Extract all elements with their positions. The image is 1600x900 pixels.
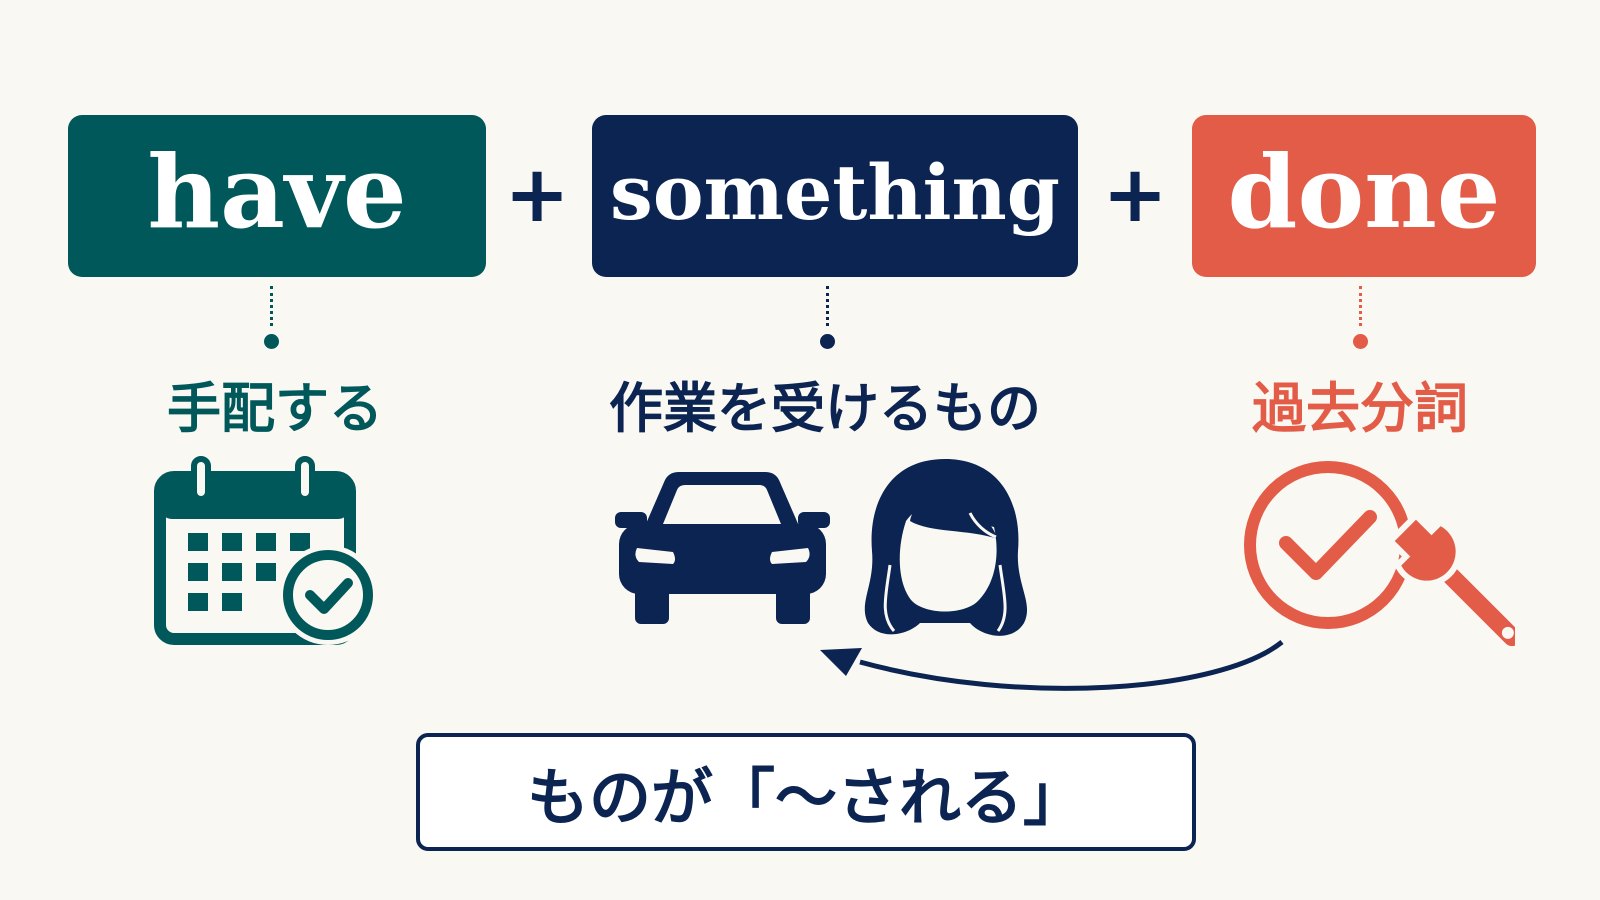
have-word: have [147,133,407,251]
done-connector-dot [1353,334,1368,349]
have-connector-dot [264,334,279,349]
check-wrench-icon [1244,461,1515,653]
have-meaning: 手配する [167,376,383,440]
done-word: done [1227,133,1501,251]
something-connector-line [826,286,829,326]
curved-arrow-icon [820,640,1284,691]
something-meaning: 作業を受けるもの [609,376,1041,440]
have-connector-line [270,286,273,326]
car-icon [615,472,830,624]
plus-sign-1: + [504,150,570,240]
done-connector-line [1359,286,1362,326]
something-word: something [610,147,1060,237]
done-box: done [1192,115,1536,277]
result-box: ものが「～される」 [416,733,1196,851]
woman-icon [864,459,1028,636]
something-box: something [592,115,1078,277]
plus-sign-2: + [1102,150,1168,240]
something-connector-dot [820,334,835,349]
done-meaning: 過去分詞 [1252,376,1468,440]
have-box: have [68,115,486,277]
calendar-check-icon [154,456,378,645]
result-text: ものが「～される」 [526,761,1085,834]
